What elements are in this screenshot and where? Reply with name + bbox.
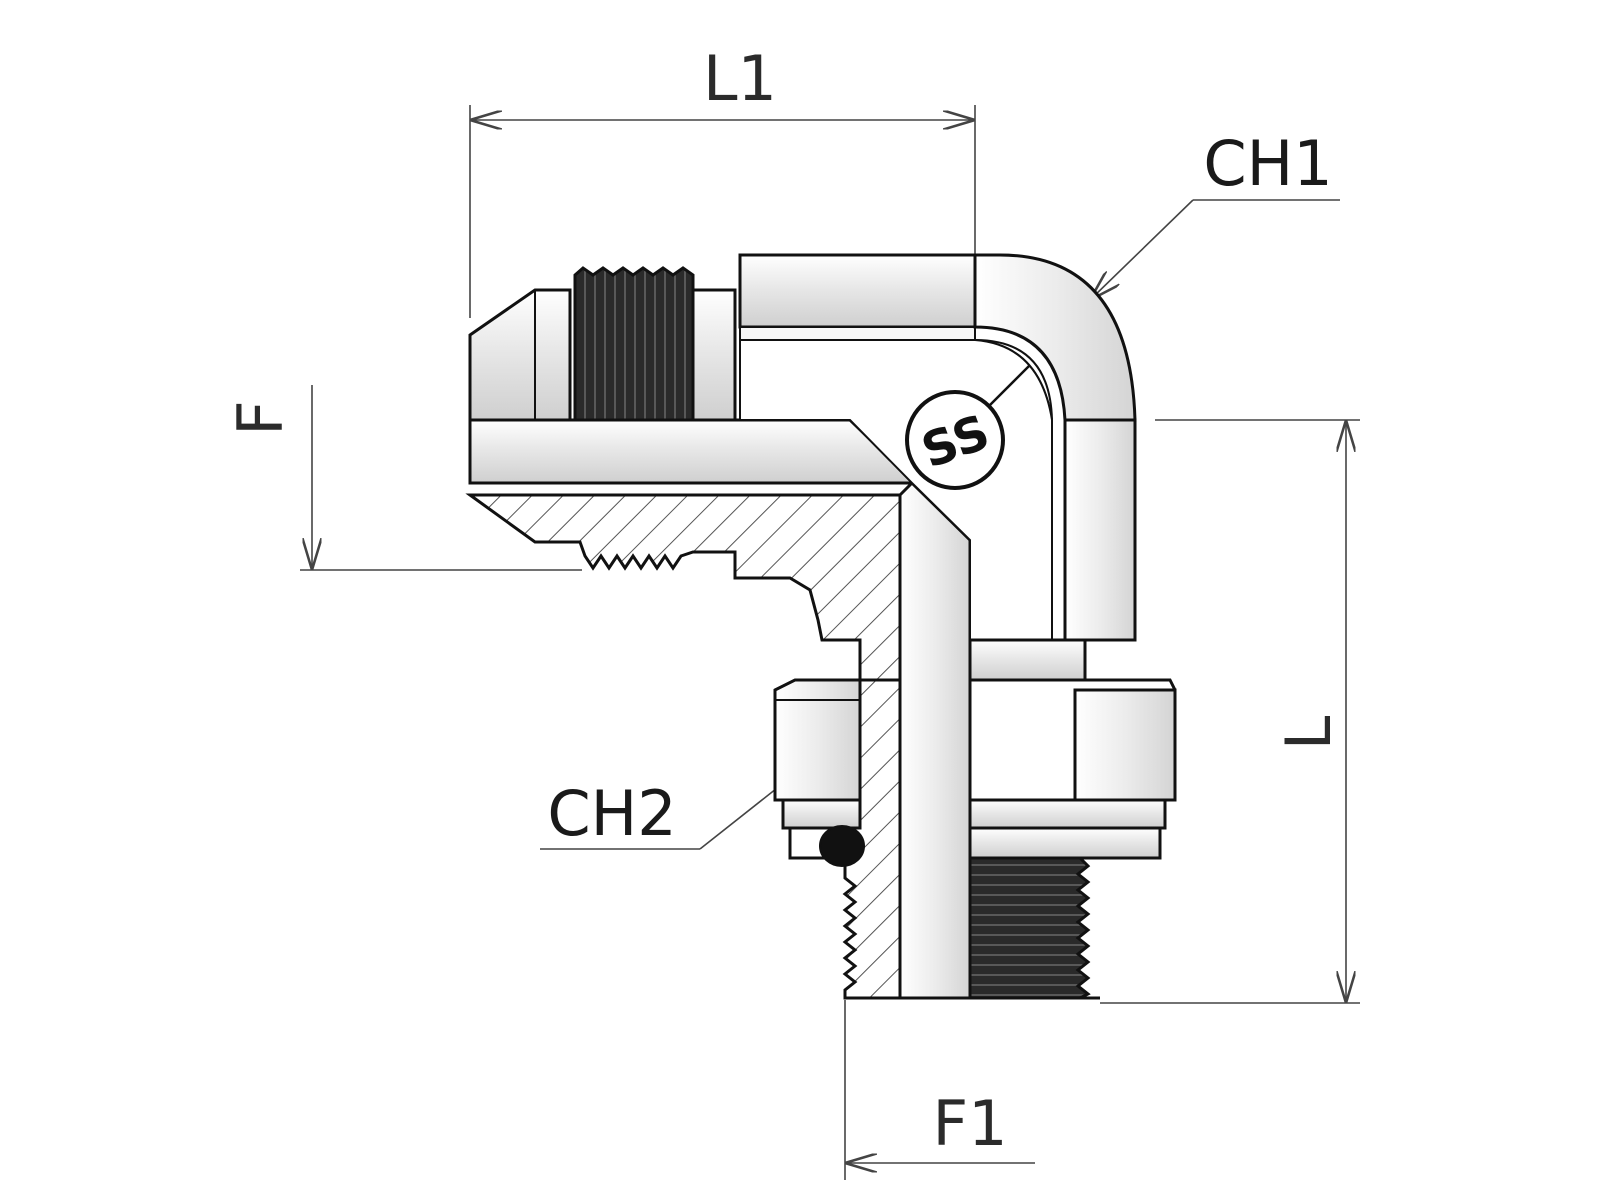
callout-ch2: CH2 [540,762,810,850]
dimension-f1: F1 [844,1000,1035,1180]
dimension-l-label: L [1272,715,1345,750]
dimension-l: L [1100,419,1360,1004]
locknut-hex [968,678,1177,802]
dimension-f-label: F [224,400,297,436]
horizontal-bore [468,418,919,485]
section-hatched-body [465,493,902,682]
dimension-l1-label: L1 [703,42,777,115]
jic-male-end [468,266,737,422]
collar-ring [968,638,1087,682]
threaded-stud [968,856,1100,1000]
brand-logo: SS [905,364,1031,490]
washer [781,798,1167,830]
dimension-f: F [224,385,582,571]
callout-ch2-label: CH2 [547,777,676,850]
dimension-f1-label: F1 [932,1087,1007,1160]
callout-ch1: CH1 [1090,127,1340,300]
vertical-bore [898,480,972,1000]
callout-ch1-label: CH1 [1203,127,1332,200]
dimension-l1: L1 [469,42,976,318]
locknut-left [773,678,862,802]
o-ring-seal [788,825,1162,867]
